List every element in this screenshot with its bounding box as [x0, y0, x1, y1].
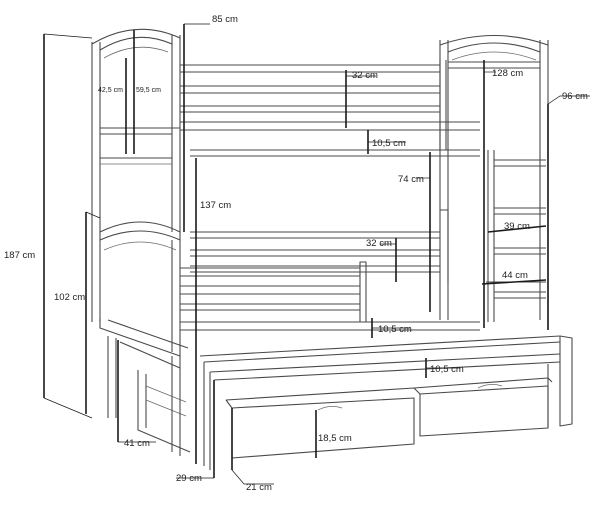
label-lower-bed-height: 102 cm	[54, 292, 85, 303]
ladder	[487, 150, 546, 322]
dimension-lines	[43, 23, 590, 485]
label-bed-width: 85 cm	[212, 14, 238, 25]
label-top-rail-height: 32 cm	[352, 70, 378, 81]
label-top-bunk-height: 137 cm	[200, 200, 231, 211]
label-drawer-height: 18,5 cm	[318, 433, 352, 444]
label-bunk-clearance: 74 cm	[398, 174, 424, 185]
label-headboard-inner: 42,5 cm	[98, 87, 123, 94]
trundle-bed	[99, 318, 573, 470]
label-drawer-depth: 21 cm	[246, 482, 272, 493]
label-top-slat-gap: 10,5 cm	[372, 138, 406, 149]
label-total-height: 187 cm	[4, 250, 35, 261]
label-lower-rail-height: 32 cm	[366, 238, 392, 249]
lower-bunk	[180, 209, 546, 331]
label-ladder-width: 96 cm	[562, 91, 588, 102]
label-headboard-outer: 59,5 cm	[136, 87, 161, 94]
label-post-height: 128 cm	[492, 68, 523, 79]
label-ladder-step-44: 44 cm	[502, 270, 528, 281]
dimension-labels: 85 cm 128 cm 96 cm 32 cm 10,5 cm 42,5 cm…	[4, 14, 588, 493]
label-lower-slat-gap: 10,5 cm	[378, 324, 412, 335]
label-ladder-step-39: 39 cm	[504, 221, 530, 232]
label-trundle-height: 29 cm	[176, 473, 202, 484]
upper-bunk	[100, 35, 549, 328]
label-leg-width: 41 cm	[124, 438, 150, 449]
left-end-frame	[91, 28, 181, 356]
label-trundle-gap: 10,5 cm	[430, 364, 464, 375]
